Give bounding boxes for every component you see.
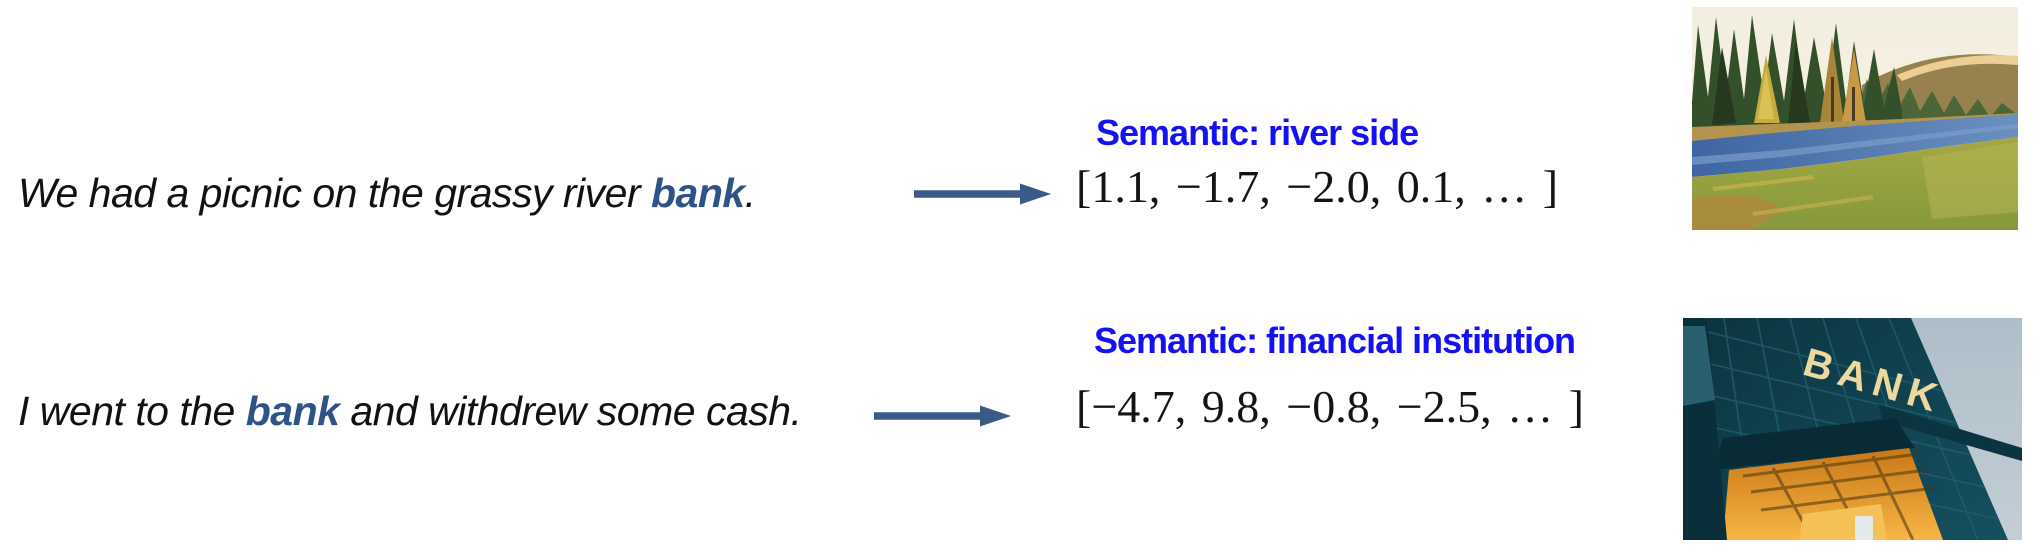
right-arrow-icon — [912, 181, 1052, 207]
sentence-river-bank: We had a picnic on the grassy river bank… — [18, 170, 756, 217]
semantic-label-river-side: Semantic: river side — [1096, 112, 1419, 153]
bank-word-highlight: bank — [651, 170, 745, 216]
sentence-suffix: and withdrew some cash. — [339, 388, 802, 434]
embedding-vector-financial-institution: [−4.7, 9.8, −0.8, −2.5, … ] — [1076, 381, 1584, 432]
sentence-prefix: We had a picnic on the grassy river — [18, 170, 651, 216]
sentence-suffix: . — [744, 170, 756, 216]
river-side-photo — [1692, 7, 2018, 230]
sentence-prefix: I went to the — [18, 388, 246, 434]
bank-word-highlight: bank — [245, 388, 340, 434]
bank-building-photo: BANK — [1683, 318, 2022, 540]
sentence-financial-bank: I went to the bank and withdrew some cas… — [18, 388, 802, 435]
right-arrow-icon — [872, 403, 1012, 429]
embedding-vector-river-side: [1.1, −1.7, −2.0, 0.1, … ] — [1076, 161, 1559, 212]
semantic-label-financial-institution: Semantic: financial institution — [1094, 320, 1576, 361]
